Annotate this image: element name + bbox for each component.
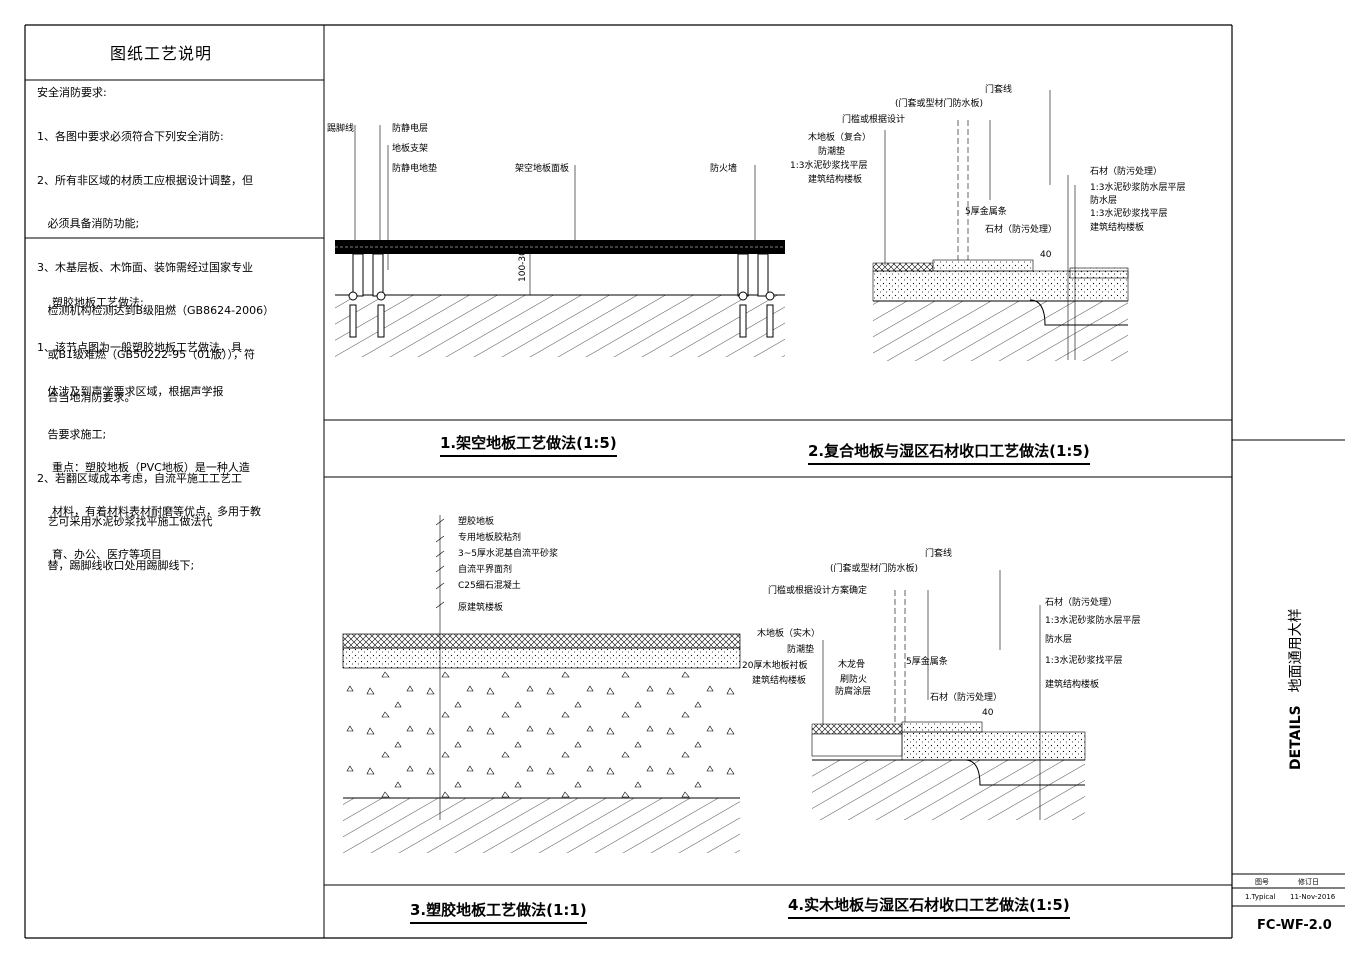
d4-label: 20厚木地板衬板 bbox=[742, 661, 808, 671]
safety-heading: 安全消防要求: bbox=[37, 86, 107, 99]
d4-label: 刷防火 bbox=[840, 675, 868, 685]
d2-label: 1:3水泥砂浆找平层 bbox=[790, 161, 868, 171]
d4-label: 1:3水泥砂浆找平层 bbox=[1045, 656, 1123, 666]
d2-label: 1:3水泥砂浆防水层平层 bbox=[1090, 183, 1186, 193]
pvc-item: 体涉及到声学要求区域，根据声学报 bbox=[37, 384, 224, 398]
d4-label: 木龙骨 bbox=[838, 660, 866, 670]
d3-label: 专用地板胶粘剂 bbox=[458, 533, 522, 543]
d3-label: 自流平界面剂 bbox=[458, 565, 513, 575]
notes-title: 图纸工艺说明 bbox=[110, 44, 213, 63]
d1-label: 地板支架 bbox=[392, 144, 429, 154]
detail-1-drawing bbox=[335, 125, 785, 357]
pvc-item: 艺可采用水泥砂浆找平施工做法代 bbox=[37, 515, 213, 528]
sidebar-title-cn: 地面通用大样 bbox=[1288, 608, 1304, 693]
d1-dimension: 100-300 bbox=[518, 244, 528, 282]
d4-label: 木地板（实木） bbox=[757, 629, 821, 639]
pvc-item: 替，踢脚线收口处用踢脚线下; bbox=[37, 558, 195, 572]
safety-list: 1、各图中要求必须符合下列安全消防: 2、所有非区域的材质工应根据设计调整，但 … bbox=[37, 101, 274, 420]
safety-item: 2、所有非区域的材质工应根据设计调整，但 bbox=[37, 173, 253, 187]
d4-label: 防水层 bbox=[1045, 635, 1073, 645]
d4-label: 门槛或根据设计方案确定 bbox=[768, 586, 868, 596]
pvc-note-line: 材料，有着材料表材耐磨等优点，多用于教 bbox=[52, 504, 261, 518]
detail-4-caption: 4.实木地板与湿区石材收口工艺做法(1:5) bbox=[788, 894, 1070, 919]
pvc-note-line: 育、办公、医疗等项目 bbox=[52, 548, 162, 561]
meta-label: 图号 bbox=[1255, 878, 1269, 886]
detail-3-drawing bbox=[342, 515, 741, 853]
d1-label: 踢脚线 bbox=[327, 124, 355, 134]
d2-label: 40 bbox=[1040, 250, 1052, 260]
pvc-item: 1、该节点图为一般塑胶地板工艺做法，具 bbox=[37, 341, 242, 354]
d2-label: 建筑结构楼板 bbox=[1090, 223, 1145, 233]
d4-label: 门套线 bbox=[925, 549, 953, 559]
safety-item: 合当地消防要求。 bbox=[37, 391, 136, 404]
d4-label: 建筑结构楼板 bbox=[1045, 680, 1100, 690]
pvc-note-line: 重点：塑胶地板（PVC地板）是一种人造 bbox=[52, 461, 250, 474]
d4-label: 防腐涂层 bbox=[835, 687, 872, 697]
pvc-note: 重点：塑胶地板（PVC地板）是一种人造 材料，有着材料表材耐磨等优点，多用于教 … bbox=[52, 432, 261, 577]
sidebar-title: DETAILS 地面通用大样 bbox=[1285, 608, 1305, 770]
d2-label: 5厚金属条 bbox=[965, 207, 1007, 217]
d2-label: (门套或型材门防水板) bbox=[895, 99, 984, 109]
safety-item: 必须具备消防功能; bbox=[37, 217, 140, 230]
detail-3-caption: 3.塑胶地板工艺做法(1:1) bbox=[410, 899, 587, 924]
meta-value: 1.Typical bbox=[1245, 893, 1276, 901]
pvc-list: 1、该节点图为一般塑胶地板工艺做法，具 体涉及到声学要求区域，根据声学报 告要求… bbox=[37, 312, 242, 588]
d4-label: 40 bbox=[982, 708, 994, 718]
d1-label: 防静电层 bbox=[392, 124, 429, 134]
d4-label: 石材（防污处理） bbox=[930, 693, 1003, 703]
drawing-number: FC-WF-2.0 bbox=[1257, 918, 1332, 933]
detail-2-drawing bbox=[872, 90, 1129, 361]
meta-value: 11-Nov-2016 bbox=[1290, 893, 1336, 901]
d1-label: 防火墙 bbox=[710, 164, 738, 174]
safety-item: 检测机构检测达到B级阻燃（GB8624-2006） bbox=[37, 304, 275, 317]
safety-item: 1、各图中要求必须符合下列安全消防: bbox=[37, 130, 224, 143]
pvc-heading: 塑胶地板工艺做法: bbox=[52, 296, 144, 309]
d3-label: 塑胶地板 bbox=[458, 517, 495, 527]
sidebar-title-en: DETAILS bbox=[1288, 705, 1304, 770]
pvc-item: 2、若翻区域成本考虑，自流平施工工艺工 bbox=[37, 471, 242, 485]
d2-label: 建筑结构楼板 bbox=[808, 175, 863, 185]
pvc-item: 告要求施工; bbox=[37, 428, 107, 441]
d2-label: 门套线 bbox=[985, 85, 1013, 95]
d3-label: 原建筑楼板 bbox=[458, 603, 504, 613]
safety-item: 或B1级难燃（GB50222-95（01版）），符 bbox=[37, 347, 256, 361]
d2-label: 石材（防污处理） bbox=[985, 225, 1058, 235]
d2-label: 木地板（复合） bbox=[808, 133, 872, 143]
d2-label: 防水层 bbox=[1090, 196, 1118, 206]
d2-label: 1:3水泥砂浆找平层 bbox=[1090, 209, 1168, 219]
d3-label: C25细石混凝土 bbox=[458, 581, 521, 591]
d4-label: 1:3水泥砂浆防水层平层 bbox=[1045, 616, 1141, 626]
d1-label: 架空地板面板 bbox=[515, 164, 570, 174]
d4-label: (门套或型材门防水板) bbox=[830, 564, 919, 574]
d2-label: 门槛或根据设计 bbox=[842, 115, 906, 125]
d4-label: 石材（防污处理） bbox=[1045, 598, 1118, 608]
d4-label: 建筑结构楼板 bbox=[752, 676, 807, 686]
detail-2-caption: 2.复合地板与湿区石材收口工艺做法(1:5) bbox=[808, 440, 1090, 465]
d1-label: 防静电地垫 bbox=[392, 164, 438, 174]
detail-4-drawing bbox=[811, 570, 1086, 820]
d3-label: 3~5厚水泥基自流平砂浆 bbox=[458, 549, 558, 559]
d2-label: 防潮垫 bbox=[818, 147, 846, 157]
meta-label: 修订日 bbox=[1298, 878, 1319, 886]
d2-label: 石材（防污处理） bbox=[1090, 167, 1163, 177]
d4-label: 防潮垫 bbox=[787, 645, 815, 655]
safety-item: 3、木基层板、木饰面、装饰需经过国家专业 bbox=[37, 260, 253, 274]
d4-label: 5厚金属条 bbox=[906, 657, 948, 667]
detail-1-caption: 1.架空地板工艺做法(1:5) bbox=[440, 432, 617, 457]
